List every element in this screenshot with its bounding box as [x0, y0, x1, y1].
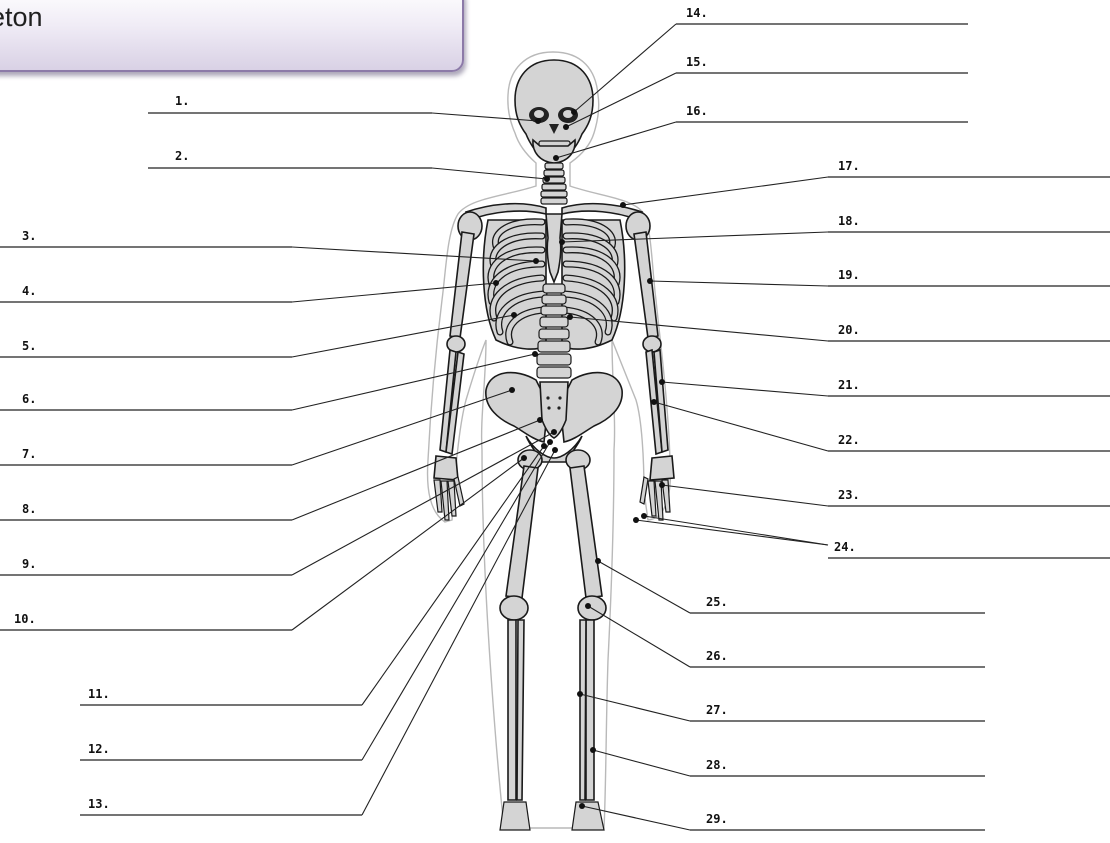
label-8: 8. [22, 502, 36, 516]
label-27: 27. [706, 703, 728, 717]
label-9: 9. [22, 557, 36, 571]
pelvis [486, 373, 622, 470]
left-leg [500, 466, 538, 830]
label-17: 17. [838, 159, 860, 173]
skull [515, 60, 593, 163]
label-24: 24. [834, 540, 856, 554]
label-19: 19. [838, 268, 860, 282]
label-5: 5. [22, 339, 36, 353]
label-16: 16. [686, 104, 708, 118]
label-22: 22. [838, 433, 860, 447]
label-3: 3. [22, 229, 36, 243]
label-7: 7. [22, 447, 36, 461]
sternum [546, 214, 562, 282]
label-12: 12. [88, 742, 110, 756]
label-21: 21. [838, 378, 860, 392]
vertebral-column [537, 284, 571, 378]
label-26: 26. [706, 649, 728, 663]
cervical-spine [541, 163, 567, 204]
label-25: 25. [706, 595, 728, 609]
label-23: 23. [838, 488, 860, 502]
label-2: 2. [175, 149, 189, 163]
label-11: 11. [88, 687, 110, 701]
label-14: 14. [686, 6, 708, 20]
label-15: 15. [686, 55, 708, 69]
label-28: 28. [706, 758, 728, 772]
label-29: 29. [706, 812, 728, 826]
label-6: 6. [22, 392, 36, 406]
label-20: 20. [838, 323, 860, 337]
label-10: 10. [14, 612, 36, 626]
label-4: 4. [22, 284, 36, 298]
label-13: 13. [88, 797, 110, 811]
right-leg [570, 466, 606, 830]
label-1: 1. [175, 94, 189, 108]
label-18: 18. [838, 214, 860, 228]
